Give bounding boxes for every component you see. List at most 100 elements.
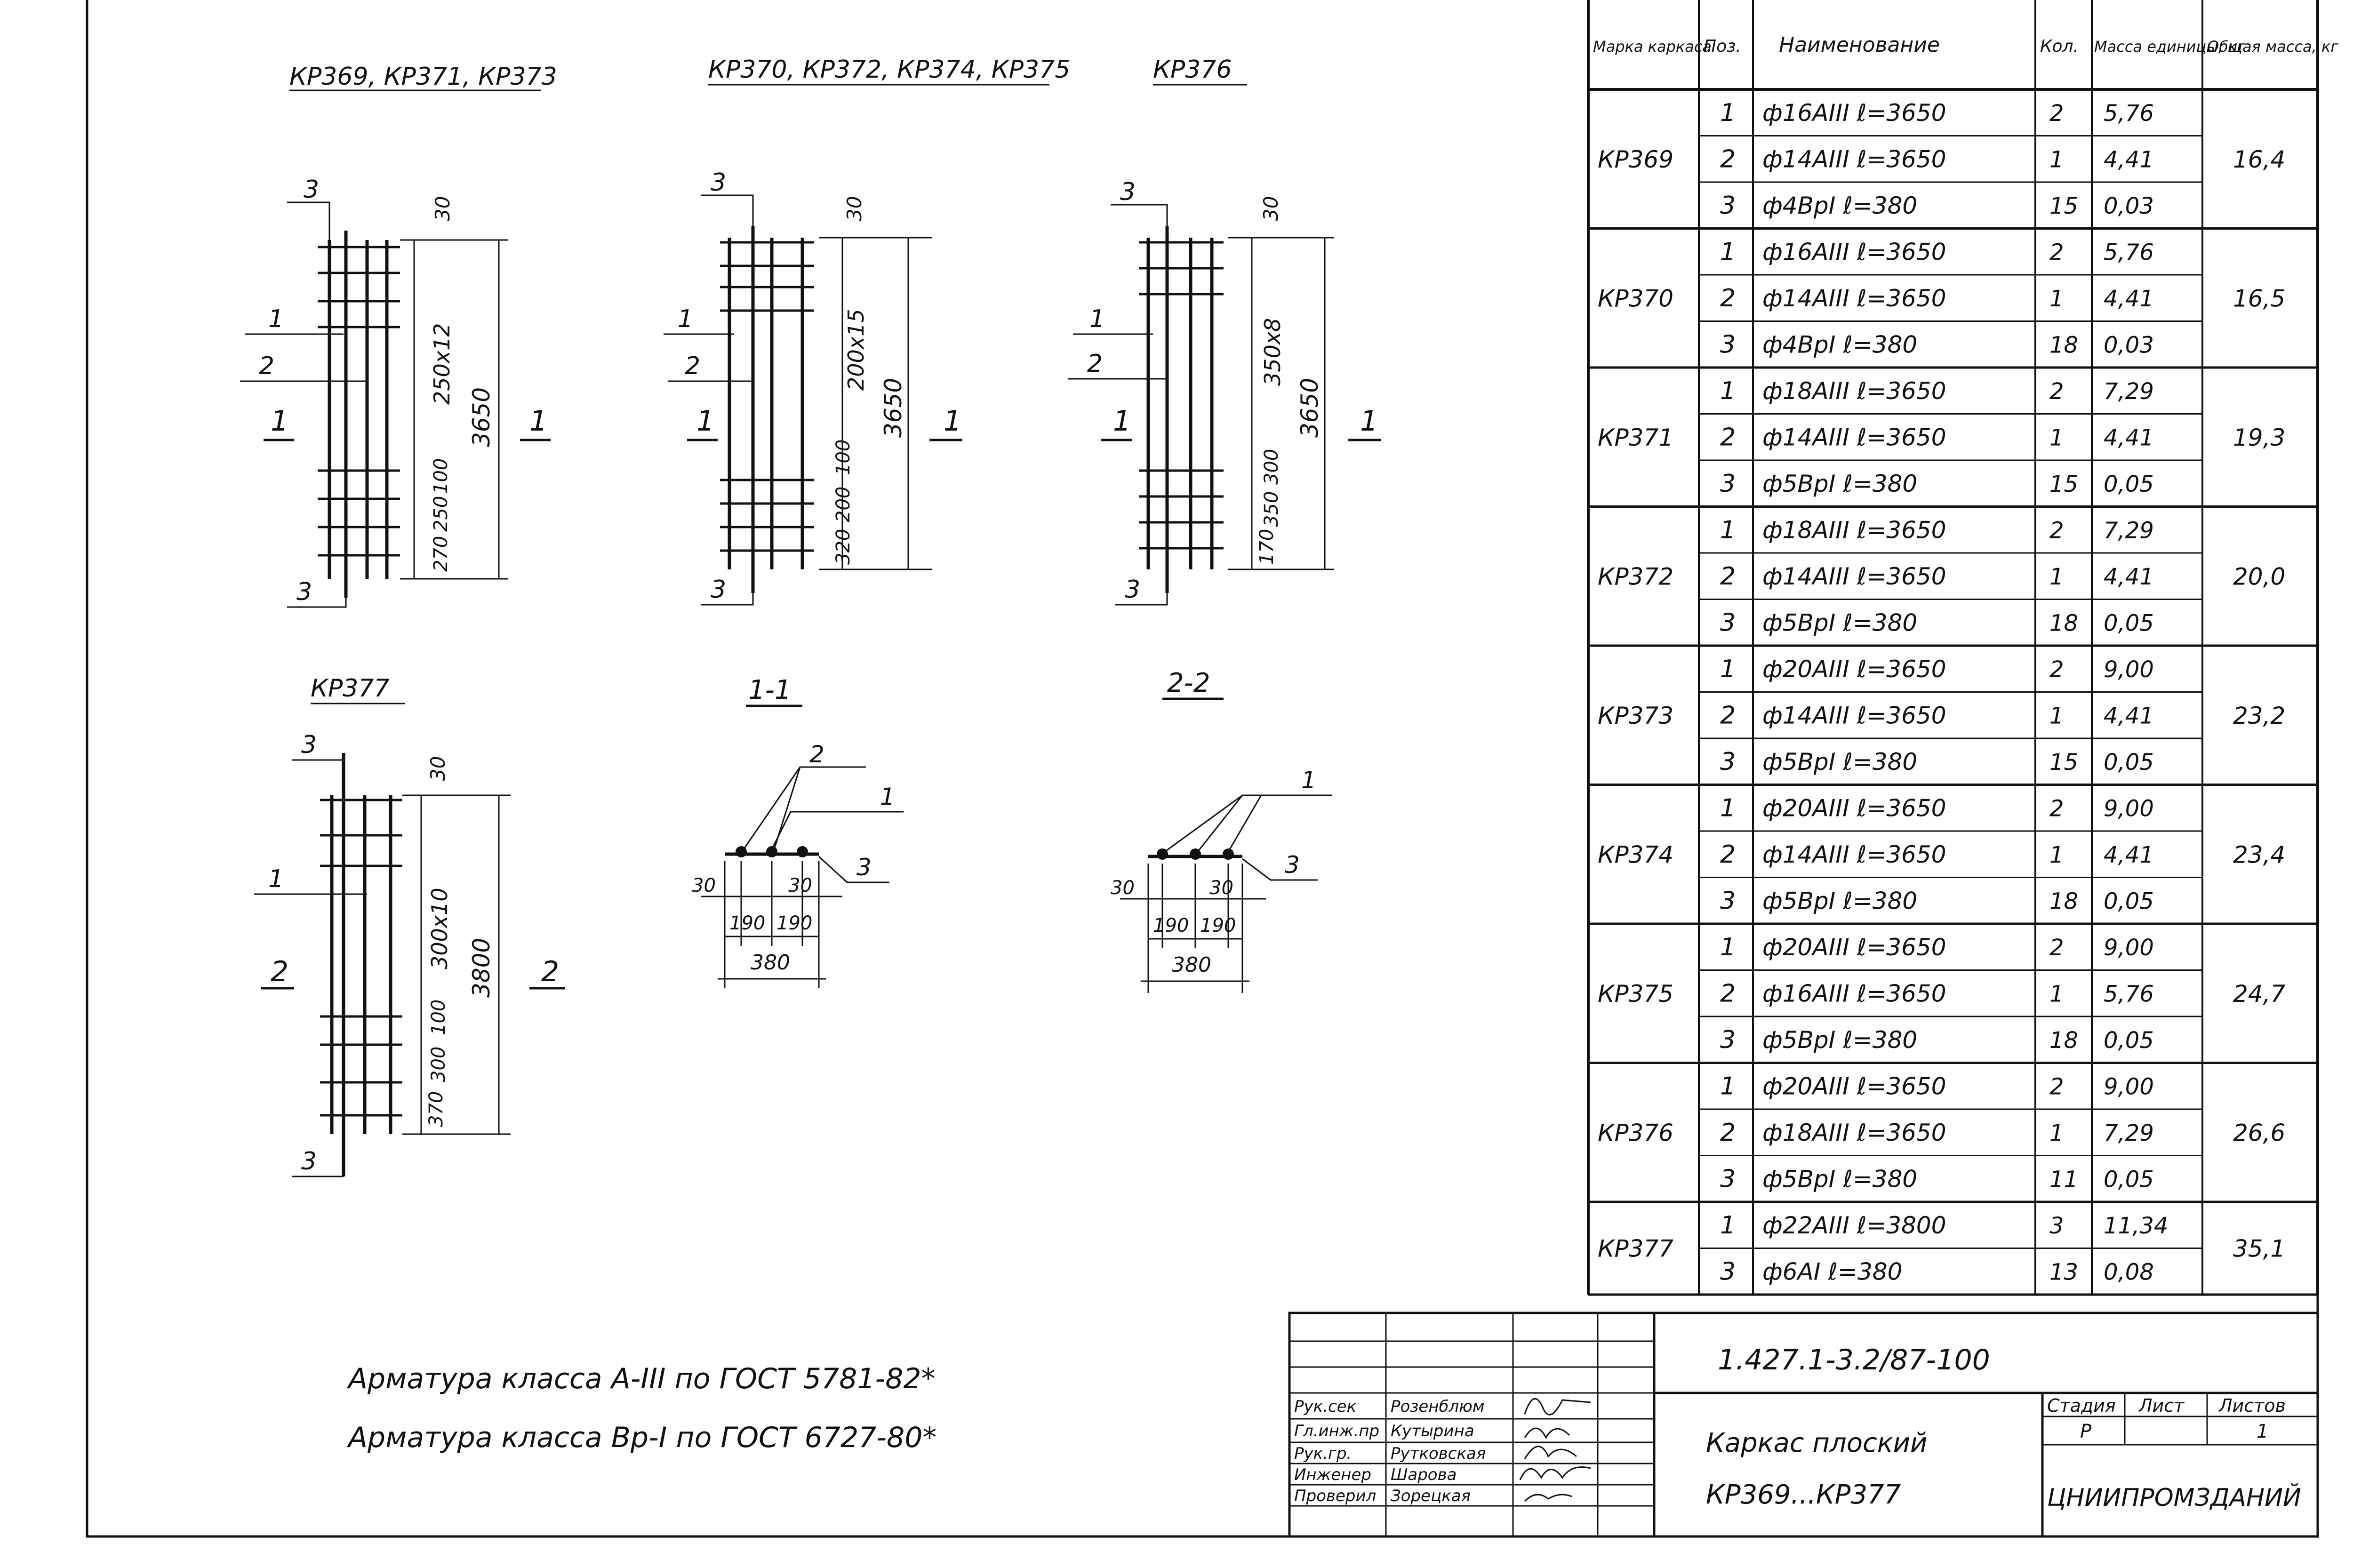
dimension-text: 300х10	[427, 888, 452, 969]
table-cell-unit-mass: 4,41	[2104, 424, 2154, 451]
table-cell-total-mass: 23,4	[2233, 841, 2285, 868]
callout-label: 3	[301, 731, 317, 759]
table-cell-qty: 18	[2049, 888, 2078, 914]
table-cell-name: ф5ВрI ℓ=380	[1762, 887, 1917, 914]
signature-name: Шарова	[1391, 1465, 1457, 1484]
dimension-text: 190	[1200, 915, 1236, 936]
table-cell-name: ф16АIII ℓ=3650	[1762, 980, 1946, 1007]
table-cell-pos: 1	[1720, 238, 1736, 266]
table-cell-qty: 1	[2049, 1120, 2064, 1146]
table-cell-name: ф18АIII ℓ=3650	[1762, 516, 1946, 544]
callout-label: 3	[1125, 576, 1140, 604]
dimension-text: 380	[751, 951, 790, 975]
dimension-text: 270	[430, 536, 452, 572]
table-cell-total-mass: 24,7	[2233, 980, 2286, 1008]
table-cell-pos: 1	[1720, 377, 1736, 405]
dimension-text: 30	[1111, 877, 1135, 899]
dimension-text: 30	[788, 875, 812, 896]
table-cell-qty: 15	[2049, 193, 2078, 219]
table-cell-qty: 18	[2049, 332, 2078, 358]
section-title: 2-2	[1167, 668, 1210, 698]
dimension-text: 30	[843, 196, 866, 221]
leader-line	[743, 766, 866, 850]
dimension-text: 100	[832, 440, 854, 475]
table-cell-mark: КР375	[1598, 980, 1673, 1008]
table-cell-unit-mass: 4,41	[2104, 286, 2154, 312]
table-cell-name: ф14АIII ℓ=3650	[1762, 702, 1946, 729]
table-cell-unit-mass: 7,29	[2104, 517, 2154, 544]
table-cell-name: ф5ВрI ℓ=380	[1762, 470, 1917, 497]
table-cell-unit-mass: 4,41	[2104, 146, 2154, 173]
stage-value: Р	[2080, 1421, 2092, 1442]
handwritten-signature	[1524, 1398, 1591, 1416]
table-header-cell: Кол.	[2040, 37, 2079, 56]
table-cell-unit-mass: 5,76	[2104, 100, 2154, 127]
callout-label: 1	[268, 305, 284, 333]
stage-header: Стадия	[2047, 1395, 2116, 1416]
section-mark: 1	[1360, 405, 1378, 438]
table-cell-pos: 3	[1720, 330, 1736, 359]
elevation-title: КР377	[311, 674, 390, 703]
table-cell-qty: 1	[2049, 703, 2064, 729]
rebar-dot	[766, 846, 777, 857]
callout-label: 1	[678, 305, 693, 333]
table-cell-total-mass: 20,0	[2233, 563, 2285, 590]
table-cell-qty: 2	[2049, 656, 2064, 683]
sheets-value: 1	[2257, 1421, 2268, 1442]
table-cell-pos: 1	[1720, 655, 1736, 683]
dimension-text: 30	[426, 756, 449, 781]
table-cell-mark: КР377	[1598, 1235, 1673, 1263]
table-cell-unit-mass: 9,00	[2104, 795, 2154, 822]
sheets-header: Листов	[2218, 1395, 2286, 1416]
dimension-text: 30	[1209, 877, 1233, 899]
table-cell-qty: 11	[2049, 1166, 2078, 1192]
table-cell-pos: 2	[1720, 979, 1736, 1008]
dimension-text: 370	[425, 1091, 447, 1127]
table-cell-pos: 3	[1720, 470, 1736, 498]
signature-name: Рутковская	[1391, 1444, 1486, 1463]
elevation-kp370: КР370, КР372, КР374, КР375 3 1 2 3 1 1 3…	[664, 56, 1070, 606]
table-cell-pos: 3	[1720, 748, 1736, 776]
table-cell-unit-mass: 0,05	[2104, 1166, 2154, 1192]
signature-name: Кутырина	[1391, 1422, 1474, 1440]
table-cell-name: ф5ВрI ℓ=380	[1762, 1026, 1917, 1054]
table-cell-total-mass: 23,2	[2233, 702, 2285, 729]
section-2-2: 2-2 1 3 30 30 190 190 380	[1111, 668, 1332, 993]
title-block-frame	[1288, 1312, 2319, 1538]
callout-label: 1	[268, 865, 284, 893]
dimension-text: 100	[428, 1000, 449, 1035]
section-mark: 1	[944, 405, 961, 438]
table-cell-qty: 1	[2049, 981, 2064, 1007]
leader-line	[818, 856, 889, 883]
callout-label: 2	[1087, 350, 1103, 378]
table-cell-qty: 18	[2049, 1027, 2078, 1054]
table-cell-pos: 3	[1720, 608, 1736, 637]
table-cell-pos: 3	[1720, 1026, 1736, 1054]
dimension-text: 190	[1153, 915, 1189, 936]
table-cell-name: ф4ВрI ℓ=380	[1762, 331, 1917, 358]
table-cell-qty: 3	[2049, 1213, 2064, 1239]
callout-label: 1	[1089, 305, 1105, 333]
table-cell-name: ф5ВрI ℓ=380	[1762, 1165, 1917, 1192]
title-block: 1.427.1-3.2/87-100 Каркас плоский КР369.…	[1288, 1312, 2319, 1538]
table-cell-qty: 1	[2049, 564, 2064, 590]
dimension-text: 250	[430, 496, 452, 532]
table-cell-mark: КР369	[1598, 146, 1673, 173]
table-cell-pos: 2	[1720, 423, 1736, 451]
table-cell-unit-mass: 0,03	[2104, 332, 2154, 358]
table-cell-unit-mass: 0,08	[2104, 1259, 2154, 1285]
dimension-text: 250х12	[429, 323, 455, 405]
table-cell-qty: 1	[2049, 842, 2064, 868]
signature-role: Инженер	[1294, 1465, 1371, 1484]
callout-label: 3	[711, 576, 726, 604]
document-title: Каркас плоский	[1706, 1428, 1927, 1458]
table-cell-mark: КР371	[1598, 424, 1673, 451]
table-cell-pos: 2	[1720, 145, 1736, 173]
callout-label: 3	[1285, 851, 1300, 879]
table-cell-name: ф14АIII ℓ=3650	[1762, 145, 1946, 173]
table-cell-pos: 2	[1720, 562, 1736, 591]
table-cell-name: ф5ВрI ℓ=380	[1762, 748, 1917, 776]
table-cell-total-mass: 26,6	[2233, 1119, 2285, 1146]
dimension-text: 190	[776, 912, 812, 934]
table-cell-pos: 3	[1720, 192, 1736, 220]
